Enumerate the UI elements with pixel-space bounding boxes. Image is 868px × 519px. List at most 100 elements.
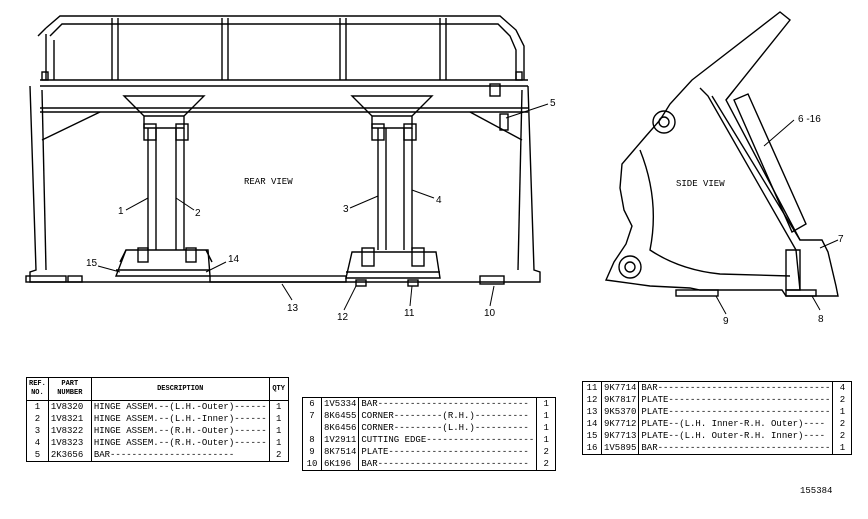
description: CORNER---------(L.H.)---------- [358, 422, 538, 434]
description: PLATE------------------------------ [638, 394, 834, 406]
ref-no: 1 [26, 400, 49, 413]
ref-no: 14 [582, 418, 602, 430]
ref-no: 9 [302, 446, 322, 458]
ref-no: 6 [302, 397, 322, 410]
quantity: 1 [268, 400, 289, 413]
quantity: 1 [268, 413, 289, 425]
header-part-number: PART NUMBER [47, 377, 92, 401]
rear-view [25, 15, 541, 287]
ref-no: 16 [582, 442, 602, 455]
description: PLATE--(L.H. Outer-R.H. Inner)---- [638, 430, 834, 442]
description: HINGE ASSEM.--(L.H.-Outer)------ [90, 400, 270, 413]
quantity: 1 [268, 425, 289, 437]
quantity: 2 [536, 446, 557, 458]
table-row: 6 1V5334 BAR----------------------------… [302, 397, 557, 410]
table-row: 16 1V5895 BAR---------------------------… [582, 442, 853, 455]
part-number: 1V8320 [47, 400, 92, 413]
table-row: 7 8K6455 CORNER---------(R.H.)----------… [302, 410, 557, 422]
part-number: 9K7713 [600, 430, 640, 442]
ref-no: 10 [302, 458, 322, 471]
table-row: 14 9K7712 PLATE--(L.H. Inner-R.H. Outer)… [582, 418, 853, 430]
ref-no: 13 [582, 406, 602, 418]
ref-no: 4 [26, 437, 49, 449]
description: BAR-------------------------------- [638, 442, 834, 455]
table-row: 2 1V8321 HINGE ASSEM.--(L.H.-Inner)-----… [26, 413, 289, 425]
quantity: 2 [832, 394, 853, 406]
ref-no: 11 [582, 381, 602, 394]
callout-6-16: 6 -16 [798, 114, 821, 125]
part-number: 8K6456 [320, 422, 360, 434]
callout-3: 3 [343, 204, 349, 215]
part-number: 1V5334 [320, 397, 360, 410]
part-number: 8K6455 [320, 410, 360, 422]
parts-table-1: REF. NO. PART NUMBER DESCRIPTION QTY 1 1… [26, 377, 289, 462]
quantity: 1 [536, 422, 557, 434]
ref-no: 15 [582, 430, 602, 442]
table-row: 13 9K5370 PLATE-------------------------… [582, 406, 853, 418]
ref-no: 3 [26, 425, 49, 437]
table-row: 9 8K7514 PLATE--------------------------… [302, 446, 557, 458]
callout-8: 8 [818, 314, 824, 325]
description: PLATE-------------------------- [358, 446, 538, 458]
side-view-label: SIDE VIEW [676, 179, 725, 189]
table-row: 1 1V8320 HINGE ASSEM.--(L.H.-Outer)-----… [26, 400, 289, 413]
part-number: 1V8321 [47, 413, 92, 425]
ref-no [302, 422, 322, 434]
description: BAR---------------------------- [358, 458, 538, 471]
callout-4: 4 [436, 195, 442, 206]
table-row: 3 1V8322 HINGE ASSEM.--(R.H.-Outer)-----… [26, 425, 289, 437]
leader-lines [97, 103, 839, 315]
ref-no: 5 [26, 449, 49, 462]
table-row: 8 1V2911 CUTTING EDGE-------------------… [302, 434, 557, 446]
callout-1: 1 [118, 206, 124, 217]
part-number: 2K3656 [47, 449, 92, 462]
header-ref: REF. NO. [26, 377, 49, 401]
quantity: 2 [536, 458, 557, 471]
table-row: 10 6K196 BAR----------------------------… [302, 458, 557, 471]
description: PLATE--(L.H. Inner-R.H. Outer)---- [638, 418, 834, 430]
part-number: 1V8323 [47, 437, 92, 449]
table-header-row: REF. NO. PART NUMBER DESCRIPTION QTY [26, 377, 289, 401]
quantity: 1 [536, 397, 557, 410]
part-number: 8K7514 [320, 446, 360, 458]
part-number: 6K196 [320, 458, 360, 471]
part-number: 1V8322 [47, 425, 92, 437]
rear-view-label: REAR VIEW [244, 177, 293, 187]
callout-9: 9 [723, 316, 729, 327]
quantity: 2 [832, 418, 853, 430]
callout-12: 12 [337, 312, 349, 323]
callout-7: 7 [838, 234, 844, 245]
callout-13: 13 [287, 303, 299, 314]
description: HINGE ASSEM.--(L.H.-Inner)------ [90, 413, 270, 425]
quantity: 1 [536, 434, 557, 446]
part-number: 9K5370 [600, 406, 640, 418]
description: HINGE ASSEM.--(R.H.-Outer)------ [90, 437, 270, 449]
callout-14: 14 [228, 254, 240, 265]
part-number: 1V2911 [320, 434, 360, 446]
table-row: 15 9K7713 PLATE--(L.H. Outer-R.H. Inner)… [582, 430, 853, 442]
callout-15: 15 [86, 258, 98, 269]
parts-table-3: 11 9K7714 BAR---------------------------… [582, 381, 853, 455]
quantity: 4 [832, 381, 853, 394]
part-number: 1V5895 [600, 442, 640, 455]
table-row: 5 2K3656 BAR----------------------- 2 [26, 449, 289, 462]
part-number: 9K7817 [600, 394, 640, 406]
quantity: 1 [832, 406, 853, 418]
ref-no: 2 [26, 413, 49, 425]
quantity: 1 [268, 437, 289, 449]
quantity: 1 [832, 442, 853, 455]
quantity: 2 [268, 449, 289, 462]
description: BAR---------------------------- [358, 397, 538, 410]
description: BAR-------------------------------- [638, 381, 834, 394]
part-number: 9K7714 [600, 381, 640, 394]
callout-11: 11 [404, 308, 415, 319]
description: BAR----------------------- [90, 449, 270, 462]
description: CORNER---------(R.H.)---------- [358, 410, 538, 422]
description: PLATE------------------------------ [638, 406, 834, 418]
side-view [604, 11, 839, 297]
part-number: 9K7712 [600, 418, 640, 430]
callout-10: 10 [484, 308, 496, 319]
description: HINGE ASSEM.--(R.H.-Outer)------ [90, 425, 270, 437]
description: CUTTING EDGE-------------------- [358, 434, 538, 446]
